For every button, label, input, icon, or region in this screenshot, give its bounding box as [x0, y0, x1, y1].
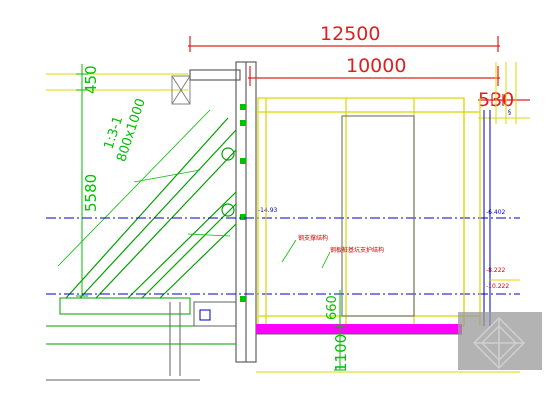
- dim-bottom-height: 1100: [332, 334, 350, 372]
- annotation-steel-support: 钢支撑结构: [298, 234, 328, 242]
- top-right-grid: [478, 62, 530, 124]
- bottom-dimension: [334, 290, 346, 371]
- wall-markers: [240, 104, 246, 302]
- leader-lines: [281, 239, 331, 269]
- annotation-sheet-pile: 钢板桩基坑支护结构: [330, 246, 384, 254]
- brace-dimensions: [57, 109, 231, 267]
- ground-lines-top: [46, 73, 188, 91]
- watermark-background: [458, 312, 542, 370]
- bottom-base: [46, 297, 237, 345]
- top-left-box: [171, 75, 191, 105]
- diagonal-braces: [65, 117, 237, 299]
- dim-bottom-small: 660: [325, 295, 340, 320]
- foundation-slab: [256, 324, 462, 334]
- elev-left: -14.93: [258, 207, 278, 214]
- dim-top-height: 450: [82, 65, 100, 94]
- corner-mark: §: [508, 109, 511, 116]
- inner-frame: [341, 115, 415, 317]
- bottom-right-lines: [256, 279, 520, 373]
- main-wall: [189, 61, 257, 363]
- right-frame: [483, 110, 491, 326]
- base-piles: [46, 302, 200, 381]
- elev-right-mid: -8.222: [486, 267, 506, 274]
- watermark-text: zhulong.com: [464, 383, 560, 401]
- watermark: zhulong.com: [458, 312, 560, 401]
- dim-inner-width: 10000: [346, 55, 406, 77]
- top-dimension-lines: [188, 36, 530, 106]
- slope-label: 1:3-1 800x1000: [102, 97, 149, 164]
- watermark-logo-icon: [472, 316, 526, 370]
- dim-wall-height: 5580: [82, 174, 100, 212]
- center-lines: [46, 217, 520, 295]
- excavation-area: [257, 97, 481, 327]
- dim-overall-width: 12500: [320, 23, 380, 45]
- elev-right-top: -6.402: [486, 209, 506, 216]
- elev-right-low: -10.222: [486, 283, 509, 290]
